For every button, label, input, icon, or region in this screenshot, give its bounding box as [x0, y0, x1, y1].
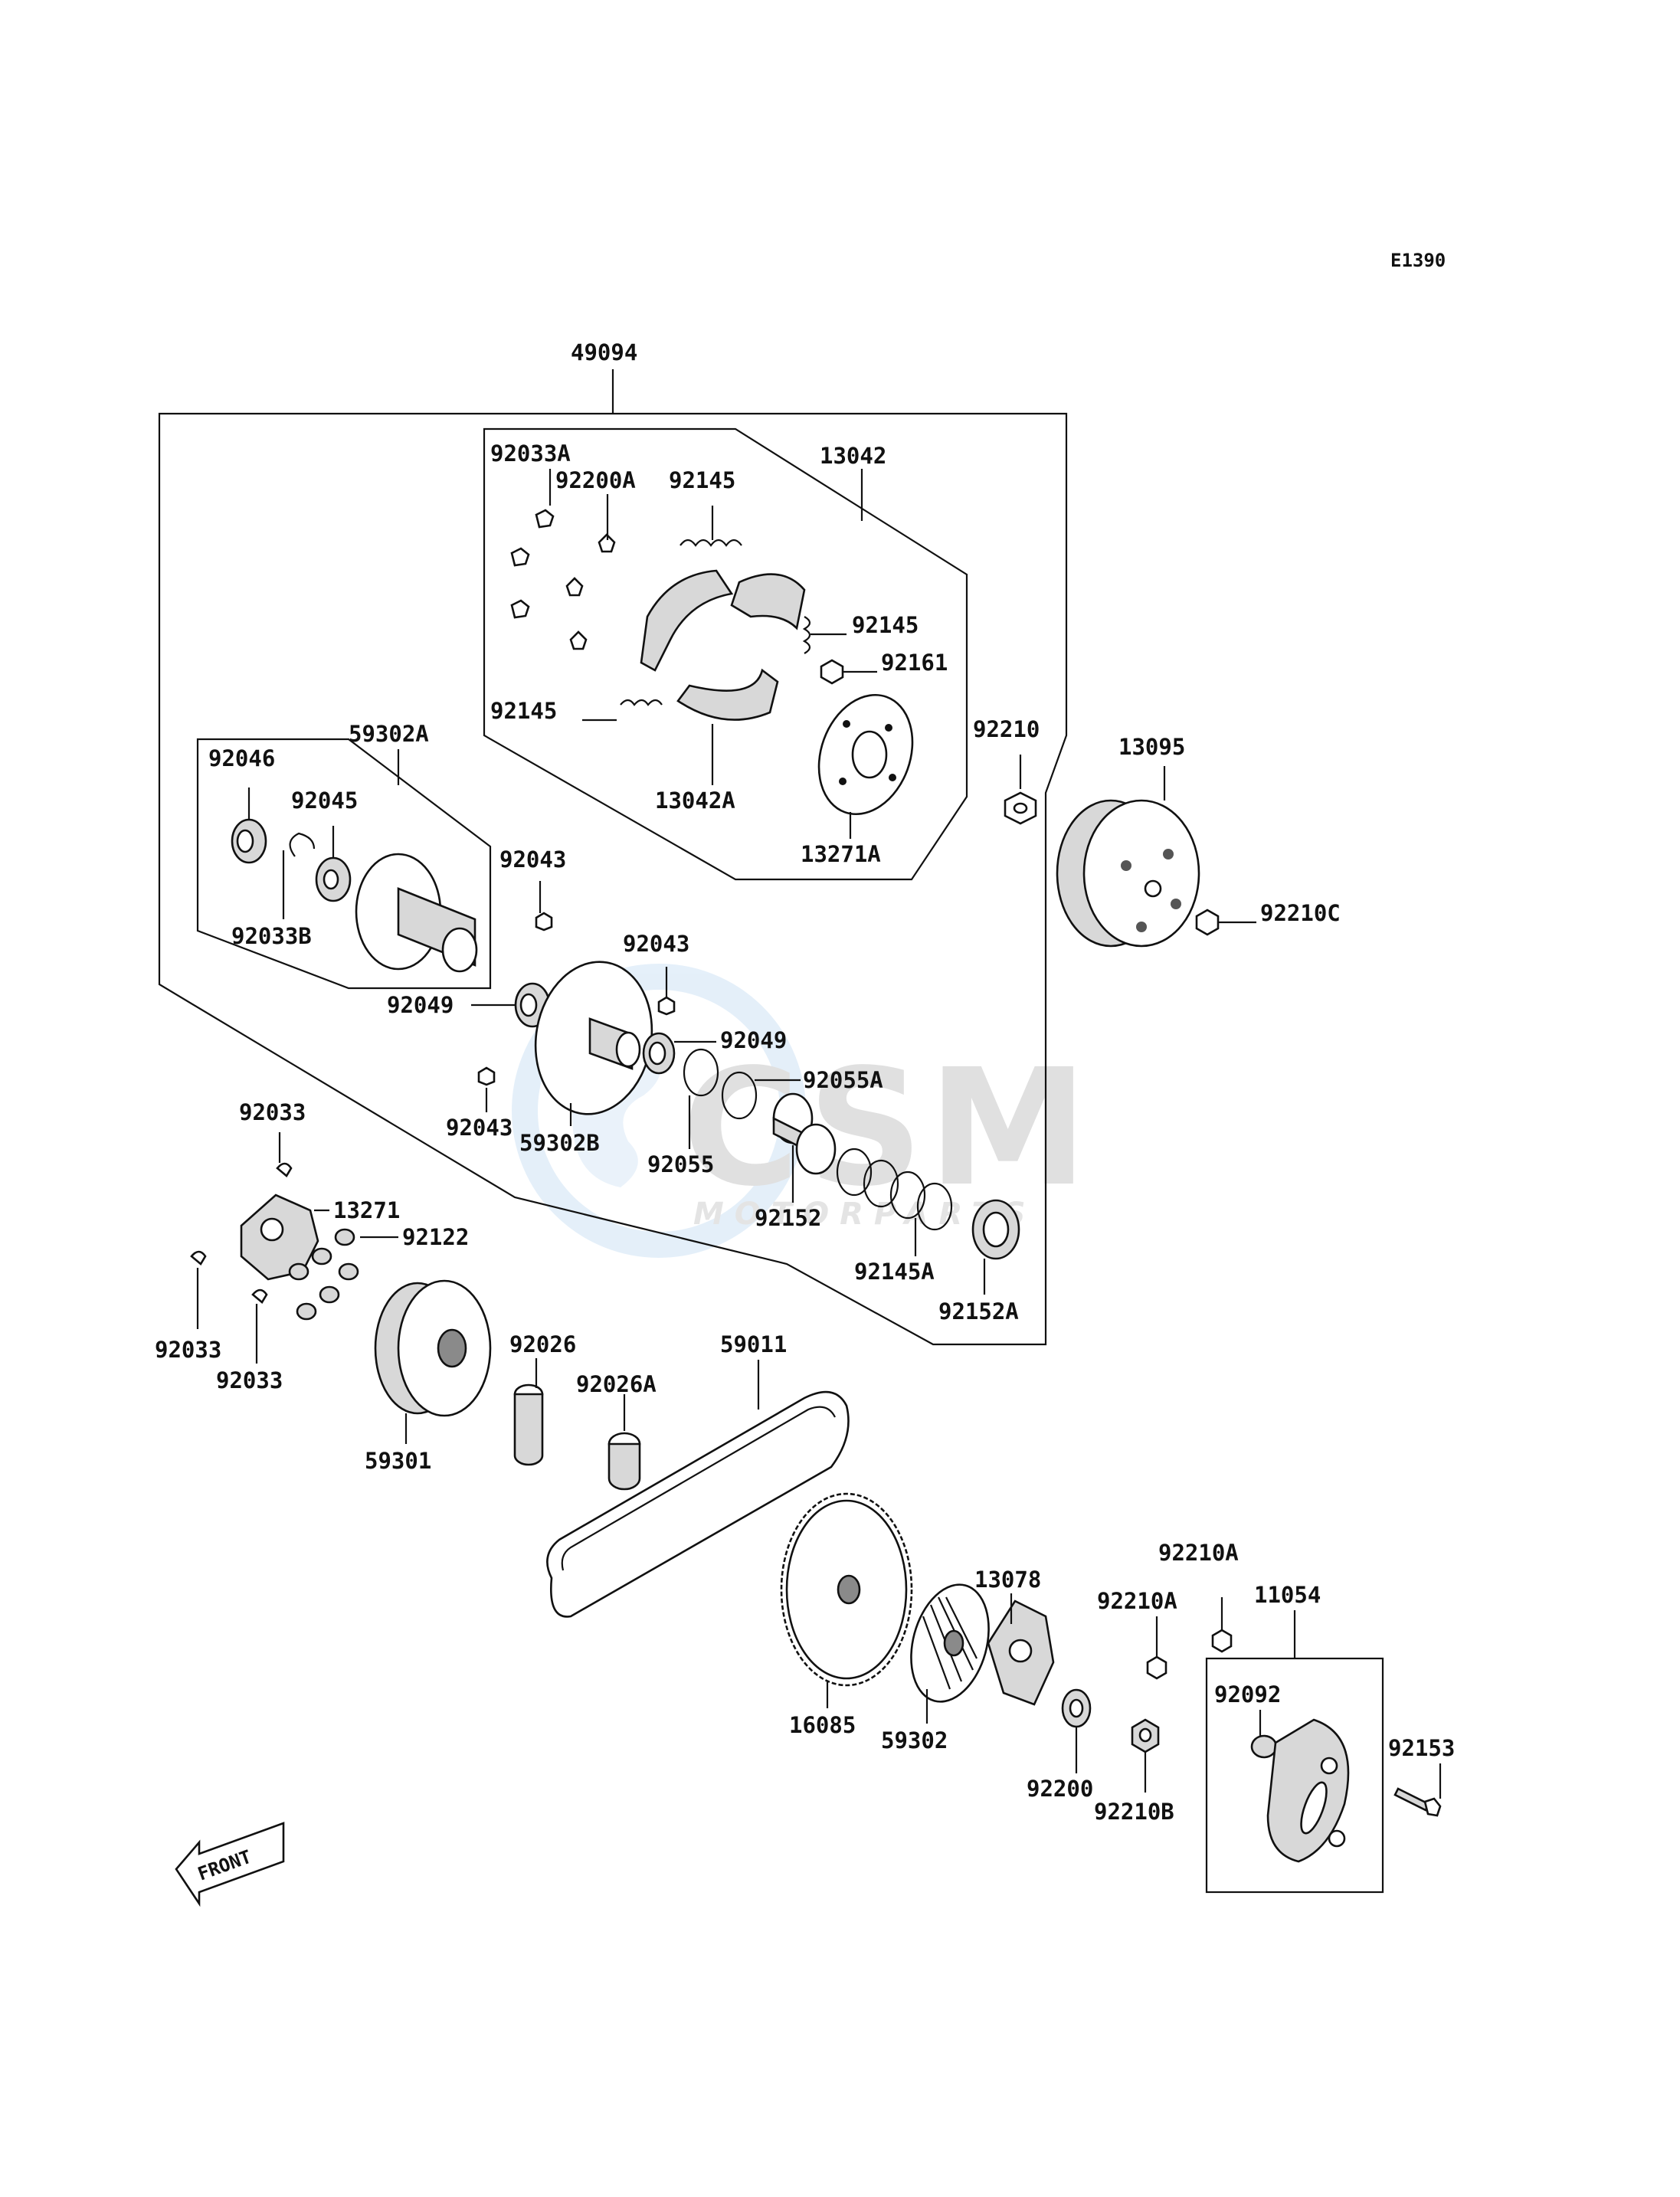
label-49094: 49094 [571, 339, 637, 365]
label-92055A: 92055A [803, 1067, 883, 1093]
clutch-spring-right [802, 616, 811, 654]
label-92043-b: 92043 [623, 931, 689, 957]
label-92046: 92046 [208, 745, 275, 771]
pin-92043-b [657, 996, 676, 1016]
clutch-pins [510, 509, 616, 650]
label-92033-left: 92033 [155, 1337, 221, 1363]
pin-92043-c [477, 1066, 496, 1086]
collar-92152 [772, 1092, 837, 1175]
label-92145A: 92145A [854, 1259, 935, 1285]
nut-92210A-2 [1211, 1629, 1233, 1653]
label-59302A: 59302A [349, 721, 429, 747]
clutch-shoe-upper [640, 569, 806, 672]
label-92200A: 92200A [555, 467, 636, 493]
label-92152: 92152 [755, 1205, 821, 1231]
nut-92210C [1195, 909, 1220, 936]
label-92049-b: 92049 [720, 1027, 787, 1053]
pulley-59301 [374, 1279, 492, 1417]
label-13042: 13042 [820, 443, 886, 469]
label-92200: 92200 [1027, 1776, 1093, 1802]
label-92026: 92026 [509, 1331, 576, 1357]
front-arrow-icon: FRONT [175, 1822, 285, 1907]
label-92033A: 92033A [490, 440, 571, 467]
label-92153: 92153 [1388, 1735, 1455, 1761]
label-92043-c: 92043 [446, 1115, 513, 1141]
fan-59302 [910, 1583, 990, 1703]
label-92043-a: 92043 [499, 846, 566, 873]
label-92049-a: 92049 [387, 992, 454, 1018]
label-92145-right: 92145 [852, 612, 919, 638]
label-13271: 13271 [333, 1197, 400, 1223]
label-92122: 92122 [402, 1224, 469, 1250]
nut-92210 [1004, 791, 1037, 825]
clutch-spring-top [680, 539, 742, 547]
watermark-brand: CSM [682, 1034, 1092, 1222]
label-13078: 13078 [974, 1567, 1041, 1593]
label-92152A: 92152A [938, 1298, 1019, 1324]
label-92145-top: 92145 [669, 467, 735, 493]
label-92210B: 92210B [1094, 1799, 1174, 1825]
label-59302: 59302 [881, 1727, 948, 1753]
label-92033-top: 92033 [239, 1099, 306, 1125]
label-59011: 59011 [720, 1331, 787, 1357]
label-92026A: 92026A [576, 1371, 657, 1397]
assembly-box-49094 [158, 412, 1068, 1346]
label-92161: 92161 [881, 650, 948, 676]
oring-92055 [683, 1048, 719, 1097]
label-16085: 16085 [789, 1712, 856, 1738]
watermark-sub: MOTORPARTS [693, 1197, 1036, 1232]
spring-92145A [836, 1148, 953, 1231]
label-92145-left: 92145 [490, 698, 557, 724]
bearing-92045 [315, 856, 352, 902]
sheave-59302B [534, 961, 653, 1115]
label-13042A: 13042A [655, 787, 735, 814]
label-92033-bottom: 92033 [216, 1367, 283, 1393]
plate-13078 [987, 1599, 1055, 1706]
nut-92210B [1131, 1718, 1160, 1753]
ramp-plate-13271 [240, 1193, 319, 1281]
collar-92092 [1250, 1734, 1278, 1759]
clutch-spring-left [620, 699, 663, 706]
oring-92055A [721, 1071, 758, 1120]
clip-92033-left [190, 1250, 207, 1265]
clutch-plate-13271A [817, 693, 914, 816]
label-59302B: 59302B [519, 1130, 600, 1156]
label-92210A-1: 92210A [1097, 1588, 1177, 1614]
assembly-box-59302A [196, 738, 492, 990]
clutch-nut-92161 [820, 659, 844, 685]
label-92210A-2: 92210A [1158, 1540, 1239, 1566]
pulley-59302A [355, 853, 478, 973]
drive-face-16085 [780, 1492, 913, 1687]
assembly-box-13042 [483, 427, 968, 881]
collar-92026A [607, 1432, 641, 1491]
label-92033B: 92033B [231, 923, 312, 949]
drive-belt-59011 [546, 1390, 850, 1618]
pin-92043-a [535, 912, 553, 932]
bracket-11054 [1266, 1718, 1350, 1863]
clutch-housing-13095 [1056, 799, 1200, 948]
label-92092: 92092 [1214, 1681, 1281, 1708]
nut-92210A-1 [1146, 1655, 1167, 1680]
label-92055: 92055 [647, 1151, 714, 1177]
label-13095: 13095 [1118, 734, 1185, 760]
clip-92033-top [276, 1162, 293, 1177]
label-92210C: 92210C [1260, 900, 1341, 926]
collar-92026 [513, 1383, 544, 1466]
label-92210: 92210 [973, 716, 1040, 742]
clutch-shoe-lower [676, 668, 779, 721]
circlip-92033B [289, 832, 316, 857]
washer-92200 [1061, 1688, 1092, 1728]
diagram-code: E1390 [1390, 250, 1446, 271]
collar-92152A [971, 1199, 1020, 1260]
seal-92049-b [642, 1032, 676, 1075]
label-59301: 59301 [365, 1448, 431, 1474]
bearing-92046 [231, 818, 267, 864]
label-11054: 11054 [1254, 1582, 1321, 1608]
clip-92033-bottom [251, 1288, 268, 1304]
bolt-92153 [1393, 1787, 1442, 1817]
label-92045: 92045 [291, 787, 358, 814]
label-13271A: 13271A [801, 841, 881, 867]
rollers-92122 [288, 1228, 359, 1321]
